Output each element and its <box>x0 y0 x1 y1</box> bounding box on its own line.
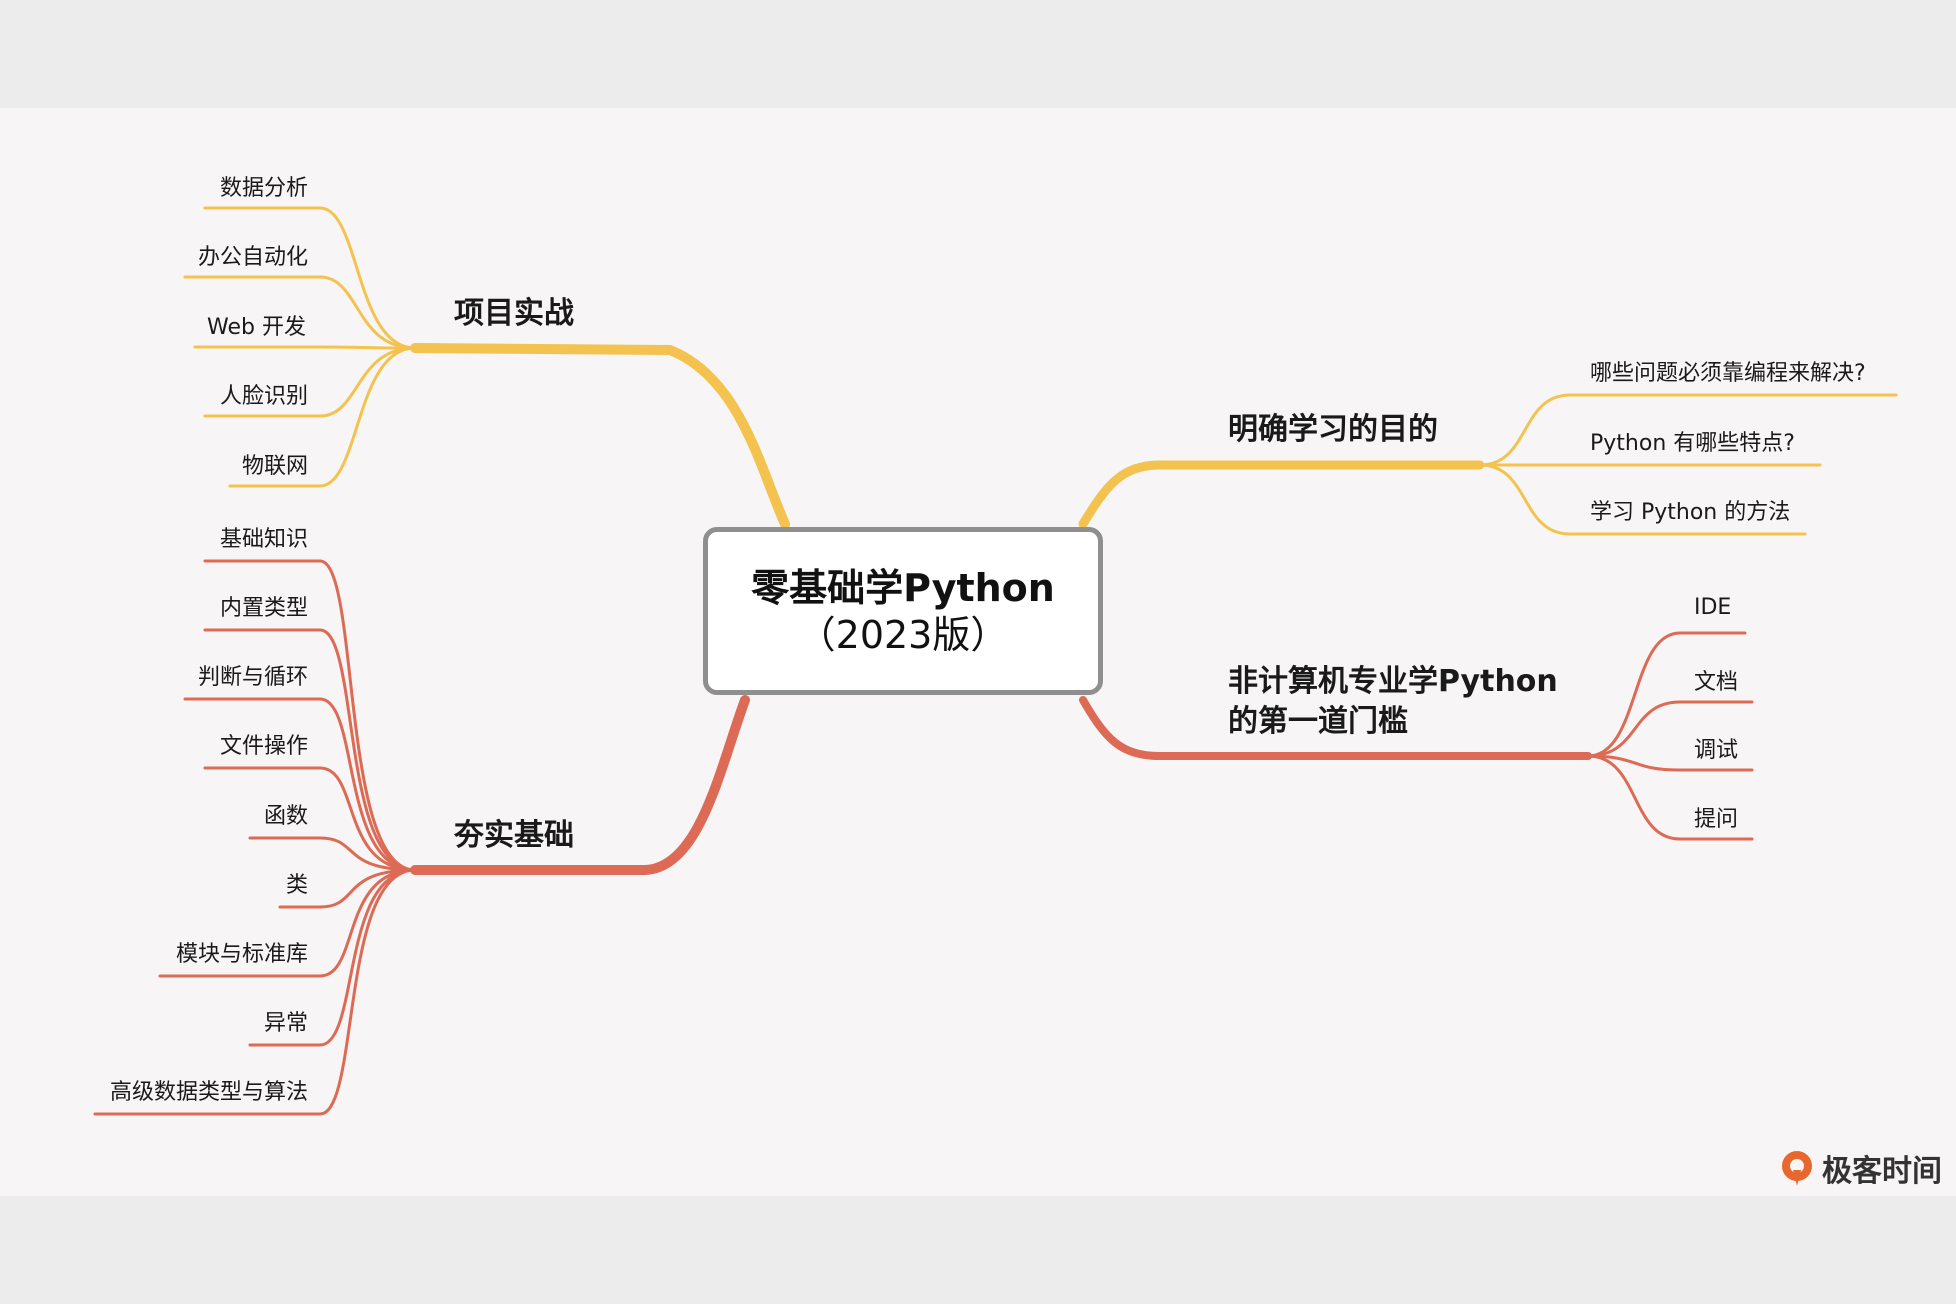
leaf-face-recognition[interactable]: 人脸识别 <box>219 384 308 409</box>
geektime-logo-text: 极客时间 <box>1822 1154 1942 1189</box>
geektime-logo-icon <box>1782 1151 1812 1186</box>
connector-leaf-goals-2 <box>1478 463 1807 536</box>
connector-non-cs-threshold <box>1079 696 1592 760</box>
connector-leaf-noncs-1 <box>1586 700 1754 758</box>
leaf-functions[interactable]: 函数 <box>263 804 308 829</box>
connector-leaf-foundation-8 <box>93 868 417 1116</box>
mindmap-canvas: 零基础学Python （2023版） 项目实战 夯实基础 明确学习的目的 非计算… <box>0 108 1956 1196</box>
connector-leaf-foundation-5 <box>278 868 417 909</box>
leaf-basic-knowledge[interactable]: 基础知识 <box>219 527 308 552</box>
leaf-iot[interactable]: 物联网 <box>241 454 308 479</box>
leaf-advanced-types-algorithms[interactable]: 高级数据类型与算法 <box>109 1080 308 1105</box>
connector-leaf-foundation-1 <box>203 628 417 872</box>
connector-leaf-noncs-0 <box>1586 631 1747 758</box>
connector-leaf-project-0 <box>203 206 417 350</box>
leaf-office-automation[interactable]: 办公自动化 <box>197 245 308 270</box>
connector-leaf-foundation-0 <box>203 559 417 872</box>
leaf-ide[interactable]: IDE <box>1694 595 1732 620</box>
branch-non-cs-threshold[interactable]: 非计算机专业学Python 的第一道门槛 <box>1228 662 1558 742</box>
connector-leaf-foundation-4 <box>248 836 417 872</box>
connector-leaf-project-2 <box>193 345 417 350</box>
connector-leaf-project-4 <box>228 346 417 488</box>
connector-leaf-foundation-2 <box>183 697 417 872</box>
connector-leaf-goals-0 <box>1478 393 1898 467</box>
connector-leaf-project-3 <box>203 346 417 418</box>
connector-project-practice <box>410 343 790 529</box>
leaf-file-operations[interactable]: 文件操作 <box>219 734 308 759</box>
connector-solid-foundation <box>410 695 750 875</box>
branch-solid-foundation[interactable]: 夯实基础 <box>454 818 574 853</box>
mindmap-connectors <box>93 206 1898 1116</box>
leaf-learning-method[interactable]: 学习 Python 的方法 <box>1590 500 1791 525</box>
leaf-debugging[interactable]: 调试 <box>1694 738 1739 763</box>
leaf-problems-need-programming[interactable]: 哪些问题必须靠编程来解决? <box>1590 361 1866 386</box>
central-topic-title: 零基础学Python <box>751 566 1055 610</box>
geektime-logo: 极客时间 <box>1778 1146 1942 1190</box>
leaf-asking-questions[interactable]: 提问 <box>1694 807 1739 832</box>
branch-non-cs-threshold-line1: 非计算机专业学Python <box>1228 664 1558 699</box>
leaf-data-analysis[interactable]: 数据分析 <box>219 176 308 201</box>
branch-learning-goals[interactable]: 明确学习的目的 <box>1228 412 1438 447</box>
central-topic-node[interactable]: 零基础学Python （2023版） <box>703 527 1103 695</box>
leaf-classes[interactable]: 类 <box>285 873 308 898</box>
leaf-documentation[interactable]: 文档 <box>1694 670 1739 695</box>
leaf-modules-stdlib[interactable]: 模块与标准库 <box>175 942 308 967</box>
central-topic-subtitle: （2023版） <box>797 613 1009 657</box>
leaf-python-features[interactable]: Python 有哪些特点? <box>1590 431 1795 456</box>
branch-non-cs-threshold-line2: 的第一道门槛 <box>1228 704 1408 739</box>
leaf-web-development[interactable]: Web 开发 <box>207 315 306 340</box>
connector-leaf-noncs-3 <box>1586 754 1754 841</box>
leaf-exceptions[interactable]: 异常 <box>263 1011 308 1036</box>
connector-leaf-project-1 <box>183 275 417 350</box>
connector-leaf-foundation-6 <box>158 868 417 978</box>
connector-leaf-foundation-3 <box>203 766 417 872</box>
connector-learning-goals <box>1078 460 1485 529</box>
leaf-builtin-types[interactable]: 内置类型 <box>219 596 308 621</box>
branch-project-practice[interactable]: 项目实战 <box>454 296 574 331</box>
leaf-conditions-loops[interactable]: 判断与循环 <box>197 665 308 690</box>
connector-leaf-noncs-2 <box>1586 754 1754 772</box>
connector-leaf-foundation-7 <box>248 868 417 1047</box>
